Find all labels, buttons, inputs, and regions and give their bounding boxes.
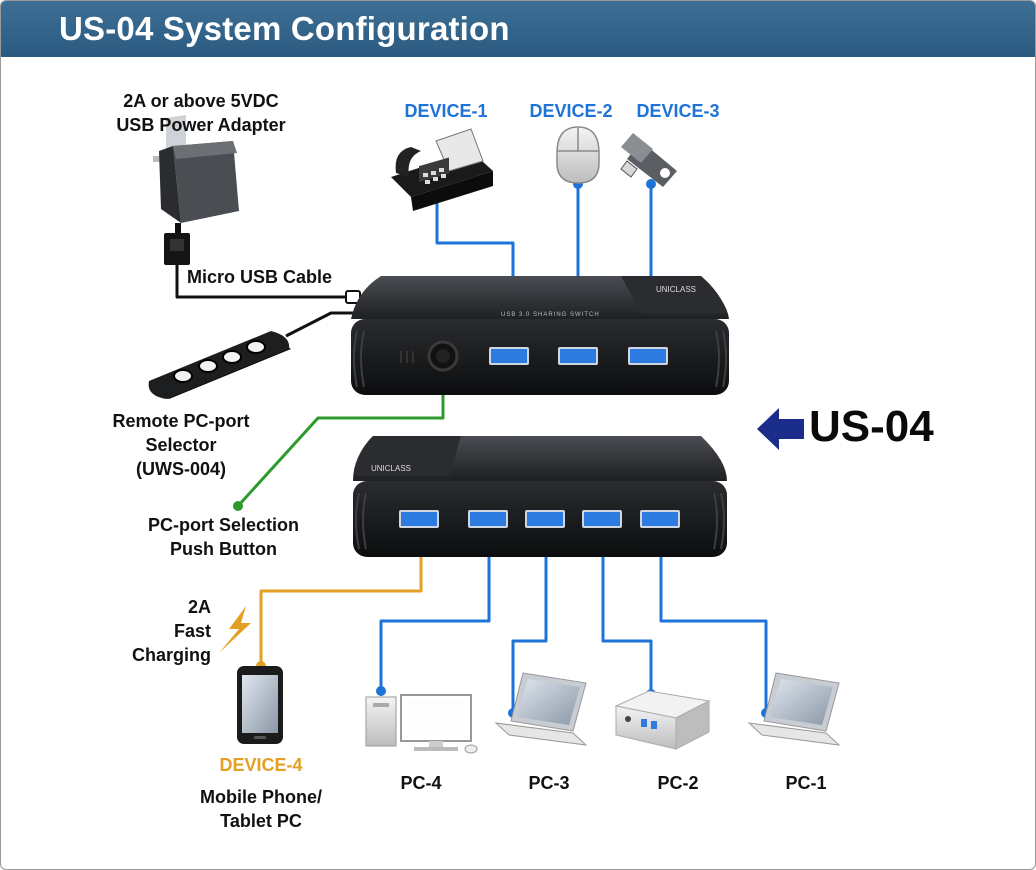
title-bar: US-04 System Configuration	[1, 1, 1035, 57]
svg-text:USB 3.0 SHARING SWITCH: USB 3.0 SHARING SWITCH	[501, 312, 600, 318]
fax-machine-icon	[391, 128, 493, 211]
push-button-line	[236, 386, 445, 508]
mobile-phone-tablet-label: Mobile Phone/Tablet PC	[199, 787, 322, 831]
usb-flash-drive-icon	[620, 133, 677, 187]
device-2-label: DEVICE-2	[529, 101, 613, 121]
switch-bottom-unit: UNICLASS	[353, 436, 727, 557]
remote-cable	[285, 311, 353, 338]
laptop-pc-1-icon	[747, 672, 841, 746]
pc-1-label: PC-1	[785, 773, 827, 793]
micro-usb-cable	[175, 263, 353, 299]
micro-usb-cable-label: Micro USB Cable	[187, 267, 333, 287]
laptop-pc-3-icon	[494, 672, 588, 746]
pc-4-cable	[379, 541, 491, 691]
device-3-label: DEVICE-3	[636, 101, 720, 121]
pc-3-cable	[511, 541, 548, 713]
remote-selector-icon	[148, 331, 291, 399]
mobile-phone-icon	[237, 666, 283, 744]
page-title: US-04 System Configuration	[59, 10, 510, 47]
pc-2-label: PC-2	[657, 773, 699, 793]
arrow-left-icon	[757, 408, 804, 450]
pc-1-cable	[659, 541, 768, 713]
power-adapter-icon	[153, 114, 239, 265]
switch-top-unit: UNICLASS USB 3.0 SHARING SWITCH	[351, 276, 729, 395]
svg-text:UNICLASS: UNICLASS	[371, 464, 411, 473]
svg-text:UNICLASS: UNICLASS	[656, 285, 696, 294]
product-label: US-04	[809, 402, 934, 451]
mouse-icon	[556, 126, 600, 184]
lightning-icon	[219, 606, 251, 653]
pc-2-cable	[601, 541, 653, 694]
desktop-pc-icon	[365, 694, 478, 754]
device-4-label: DEVICE-4	[219, 755, 303, 775]
device-1-label: DEVICE-1	[404, 101, 488, 121]
pc-3-label: PC-3	[528, 773, 570, 793]
device-4-cable	[259, 541, 423, 666]
mini-pc-icon	[614, 690, 711, 750]
pc-4-label: PC-4	[400, 773, 442, 793]
